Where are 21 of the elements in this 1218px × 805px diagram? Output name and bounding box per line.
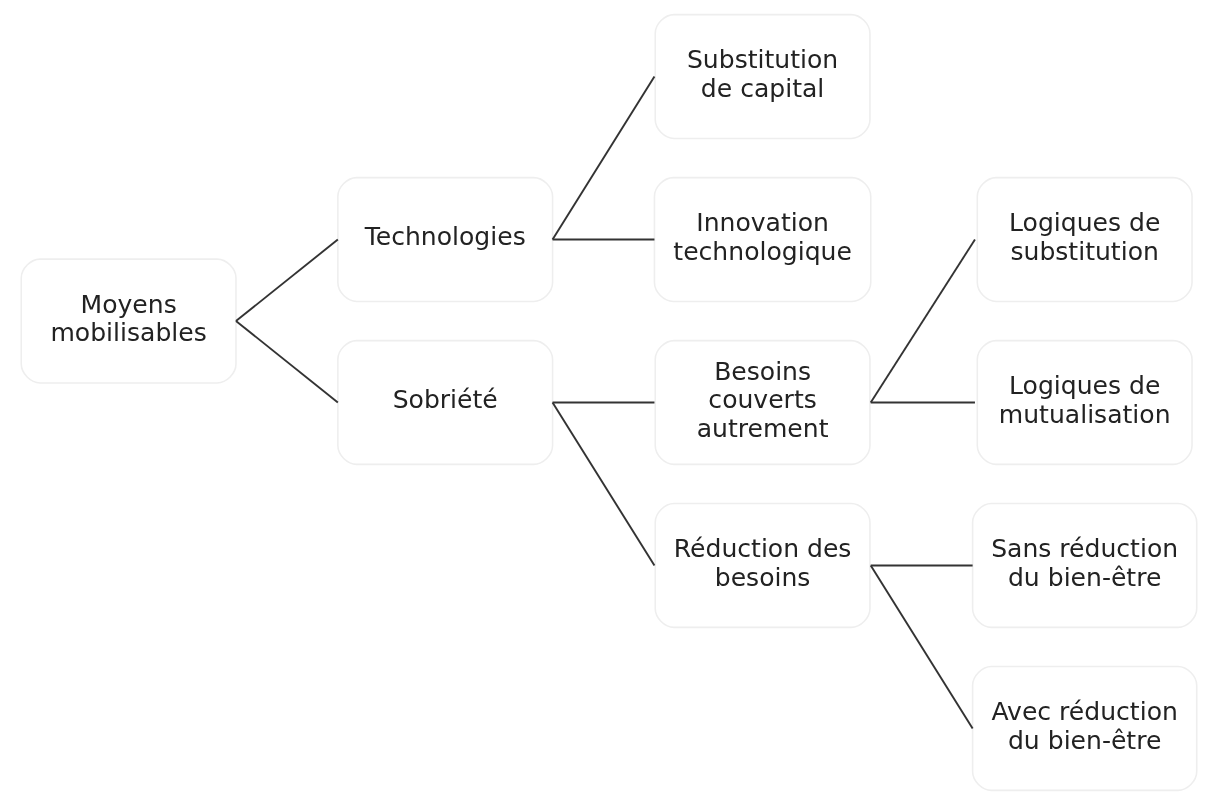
connector	[869, 564, 974, 730]
connector	[551, 75, 656, 241]
node-box: Substitution de capital	[654, 13, 871, 140]
connector	[869, 564, 974, 567]
node-box: Innovation technologique	[653, 176, 872, 303]
connector	[551, 401, 656, 567]
node-box: Sans réduction du bien-être	[971, 502, 1198, 629]
node-box: Sobriété	[337, 339, 554, 466]
connector	[869, 238, 976, 404]
connector	[235, 238, 339, 322]
node-box: Réduction des besoins	[654, 502, 871, 629]
node-box: Avec réduction du bien-être	[971, 665, 1198, 792]
node-box: Besoins couverts autrement	[654, 339, 871, 466]
connector	[551, 401, 656, 404]
node-box: Logiques de mutualisation	[976, 339, 1193, 466]
node-box: Logiques de substitution	[976, 176, 1193, 303]
node-box: Technologies	[337, 176, 554, 303]
node-box: Moyens mobilisables	[20, 258, 237, 384]
connector	[869, 401, 976, 404]
connector	[551, 238, 656, 241]
connector	[235, 320, 339, 404]
